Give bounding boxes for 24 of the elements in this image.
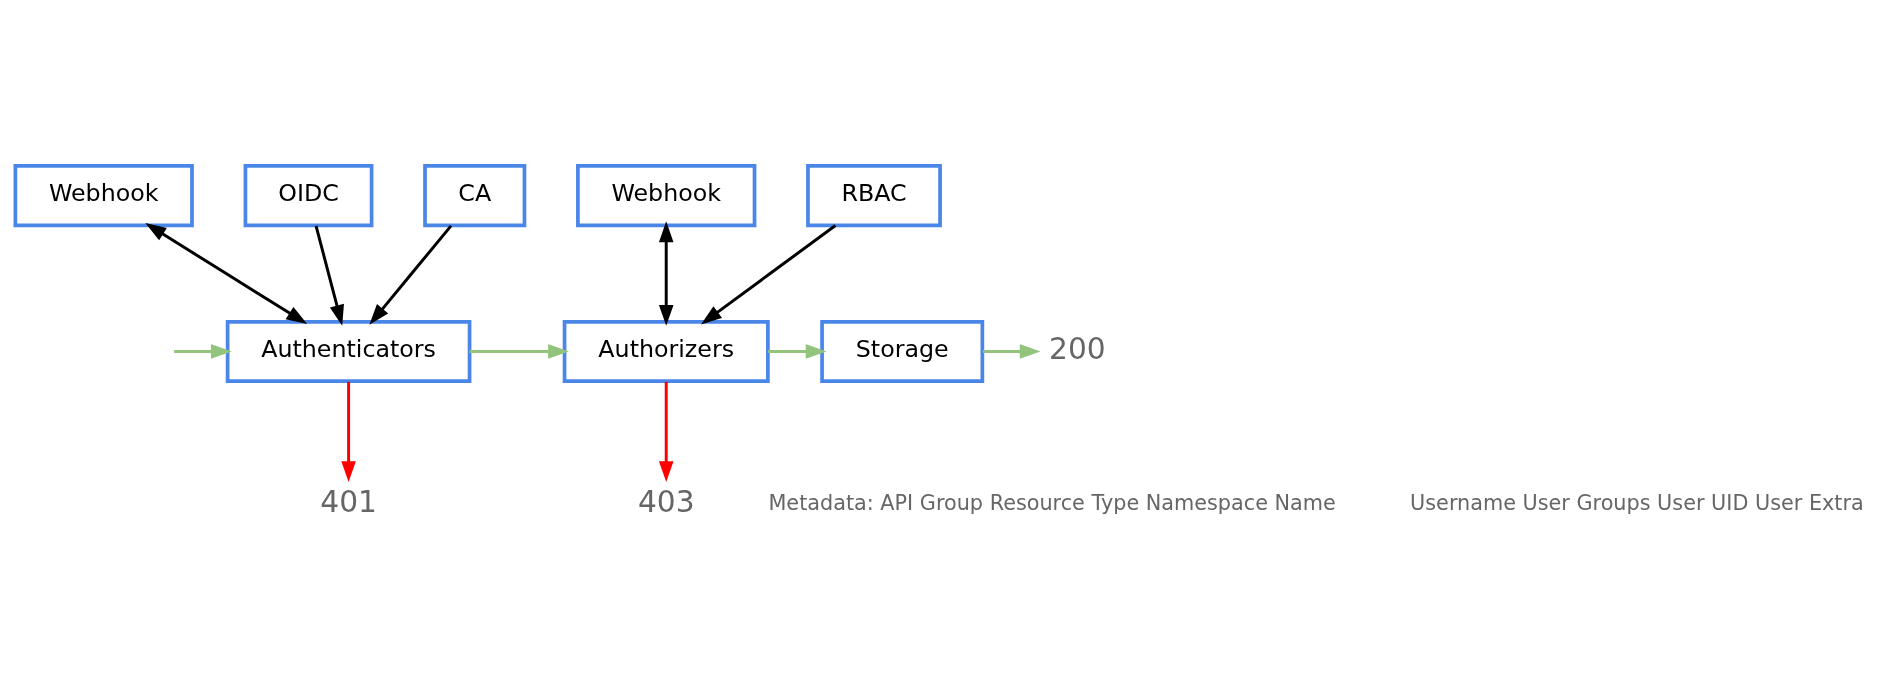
node-box: CA	[423, 164, 527, 228]
arrow	[701, 224, 837, 325]
arrow	[982, 344, 1041, 359]
node-text: 401	[320, 483, 377, 519]
arrow	[174, 344, 232, 359]
node-box: Webhook	[13, 164, 194, 228]
node-box: Authorizers	[562, 319, 770, 383]
arrow	[145, 223, 308, 325]
arrow	[658, 221, 674, 326]
node-text: 403	[637, 483, 695, 519]
node-box: Authenticators	[225, 319, 472, 383]
node-box: Webhook	[576, 164, 757, 228]
node-text: 200	[1049, 330, 1106, 366]
arrow	[768, 344, 827, 359]
label: Username User Groups User UID User Extra	[1410, 490, 1864, 515]
arrow	[314, 225, 344, 326]
arrow	[341, 381, 356, 483]
arrow	[658, 381, 674, 483]
arrow	[369, 224, 453, 325]
node-box: RBAC	[806, 164, 942, 228]
node-box: Storage	[820, 319, 985, 383]
node-box: OIDC	[243, 164, 374, 228]
label: Metadata: API Group Resource Type Namespace Name	[768, 490, 1336, 515]
arrow	[469, 344, 569, 359]
